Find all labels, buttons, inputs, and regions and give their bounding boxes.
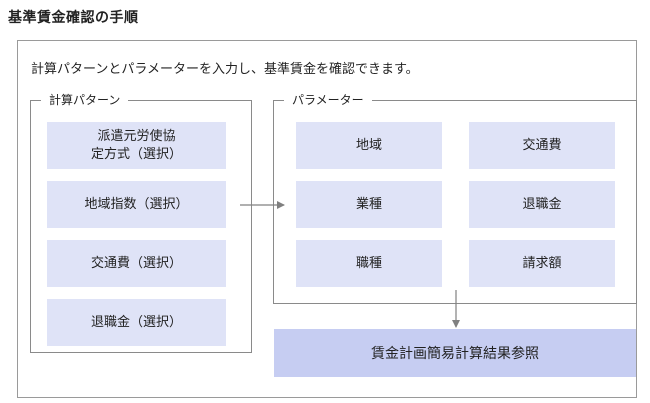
param-item-occupation: 職種 <box>296 240 442 287</box>
calc-pattern-legend: 計算パターン <box>41 92 129 108</box>
page-title: 基準賃金確認の手順 <box>8 10 139 26</box>
pattern-item-transport-label: 交通費（選択） <box>90 255 182 271</box>
param-item-billing-label: 請求額 <box>522 255 562 271</box>
param-item-industry-label: 業種 <box>355 196 382 212</box>
param-item-industry: 業種 <box>296 181 442 228</box>
param-item-occupation-label: 職種 <box>355 255 382 271</box>
param-item-retirement-label: 退職金 <box>522 196 562 212</box>
pattern-item-labor-agreement-label: 派遣元労使協 定方式（選択） <box>82 128 192 164</box>
pattern-item-region-index: 地域指数（選択） <box>47 181 226 228</box>
result-box: 賃金計画簡易計算結果参照 <box>274 329 636 377</box>
pattern-item-labor-agreement: 派遣元労使協 定方式（選択） <box>47 122 226 169</box>
pattern-item-retirement: 退職金（選択） <box>47 299 226 346</box>
pattern-item-labor-agreement-line2: 定方式（選択） <box>90 146 182 162</box>
pattern-item-retirement-label: 退職金（選択） <box>90 314 182 330</box>
param-item-billing: 請求額 <box>469 240 615 287</box>
intro-text: 計算パターンとパラメーターを入力し、基準賃金を確認できます。 <box>31 62 419 77</box>
pattern-item-labor-agreement-line1: 派遣元労使協 <box>97 128 176 144</box>
param-item-transport: 交通費 <box>469 122 615 169</box>
param-item-retirement: 退職金 <box>469 181 615 228</box>
result-label: 賃金計画簡易計算結果参照 <box>371 346 539 362</box>
param-item-region-label: 地域 <box>355 137 382 153</box>
param-item-transport-label: 交通費 <box>522 137 562 153</box>
pattern-item-transport: 交通費（選択） <box>47 240 226 287</box>
parameter-group: パラメーター <box>273 92 637 304</box>
parameter-legend: パラメーター <box>284 92 372 108</box>
pattern-item-region-index-label: 地域指数（選択） <box>84 196 189 212</box>
param-item-region: 地域 <box>296 122 442 169</box>
calc-pattern-group: 計算パターン <box>30 92 252 353</box>
